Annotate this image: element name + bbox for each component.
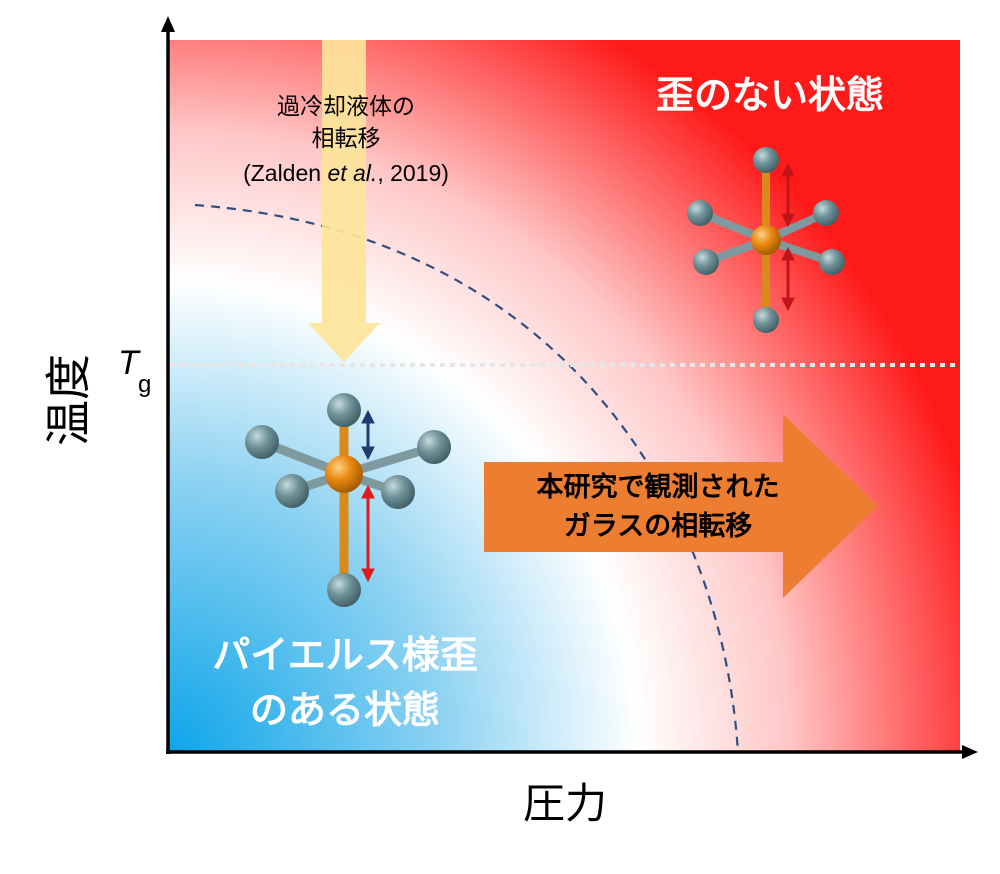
- x-axis-label: 圧力: [523, 779, 607, 828]
- tg-label: T g: [118, 344, 151, 398]
- long-bond-arrow: [361, 484, 375, 583]
- y-axis-label: 温度: [42, 354, 96, 446]
- y-axis: [161, 16, 175, 754]
- supercooled-transition-arrow: [308, 40, 380, 362]
- x-axis: [166, 745, 978, 759]
- svg-text:(Zalden et al., 2019): (Zalden et al., 2019): [243, 160, 449, 186]
- diagram-background: [168, 40, 960, 752]
- undistorted-octahedron: [687, 147, 845, 333]
- undistorted-state-label: 歪のない状態: [656, 73, 884, 117]
- short-bond-arrow: [361, 409, 375, 461]
- svg-text:相転移: 相転移: [312, 126, 381, 152]
- svg-text:ガラスの相転移: ガラスの相転移: [564, 511, 752, 542]
- svg-text:本研究で観測された: 本研究で観測された: [537, 471, 780, 503]
- glass-transition-label: 本研究で観測された ガラスの相転移: [537, 471, 780, 542]
- supercooled-transition-label: 過冷却液体の 相転移 (Zalden et al., 2019): [243, 94, 449, 186]
- distorted-octahedron: [245, 393, 451, 607]
- peierls-state-label-line1: パイエルス様歪: [212, 633, 478, 677]
- svg-text:T: T: [118, 344, 141, 382]
- peierls-state-label-line2: のある状態: [250, 688, 440, 732]
- svg-text:過冷却液体の: 過冷却液体の: [277, 94, 415, 120]
- glass-transition-arrow: [484, 414, 878, 598]
- undistorted-bond-arrows: [781, 162, 795, 312]
- svg-text:g: g: [138, 371, 151, 398]
